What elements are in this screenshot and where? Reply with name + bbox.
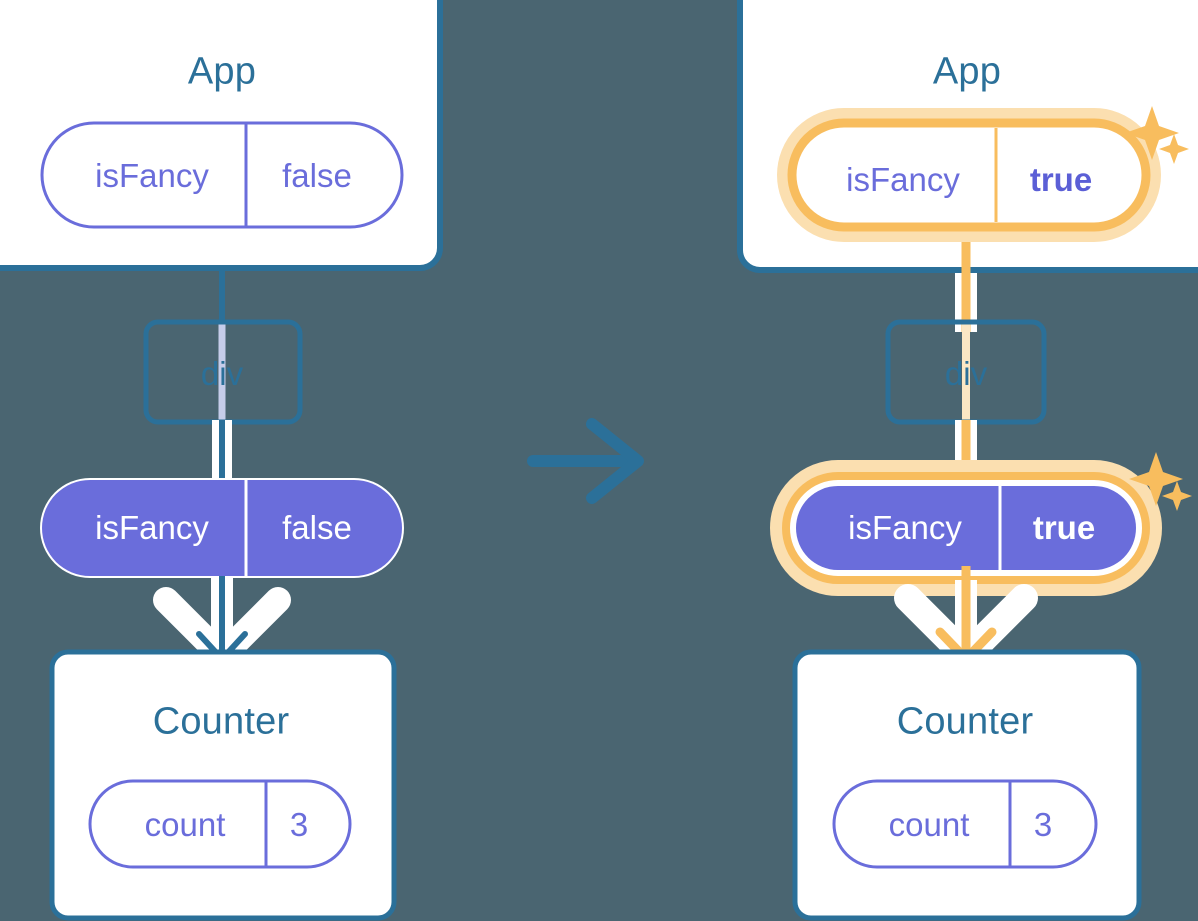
isfancy-prop-pill-after [770,460,1162,596]
transition-arrow-right-icon [527,418,644,504]
app-isfancy-pill-after [777,108,1161,242]
counter-count-pill-after [832,779,1098,869]
sparkle-small-icon-app-after [1159,134,1189,164]
sparkle-large-icon-prop-after [1129,452,1183,506]
div-box-fill-before [146,322,300,422]
sparkle-small-icon-prop-after [1162,481,1192,511]
counter-count-pill-before [88,779,352,869]
isfancy-prop-pill-before [40,478,404,578]
sparkle-large-icon-app-after [1125,106,1179,160]
app-isfancy-pill-before [40,121,404,229]
arrow-prop-to-counter-before [153,576,291,669]
